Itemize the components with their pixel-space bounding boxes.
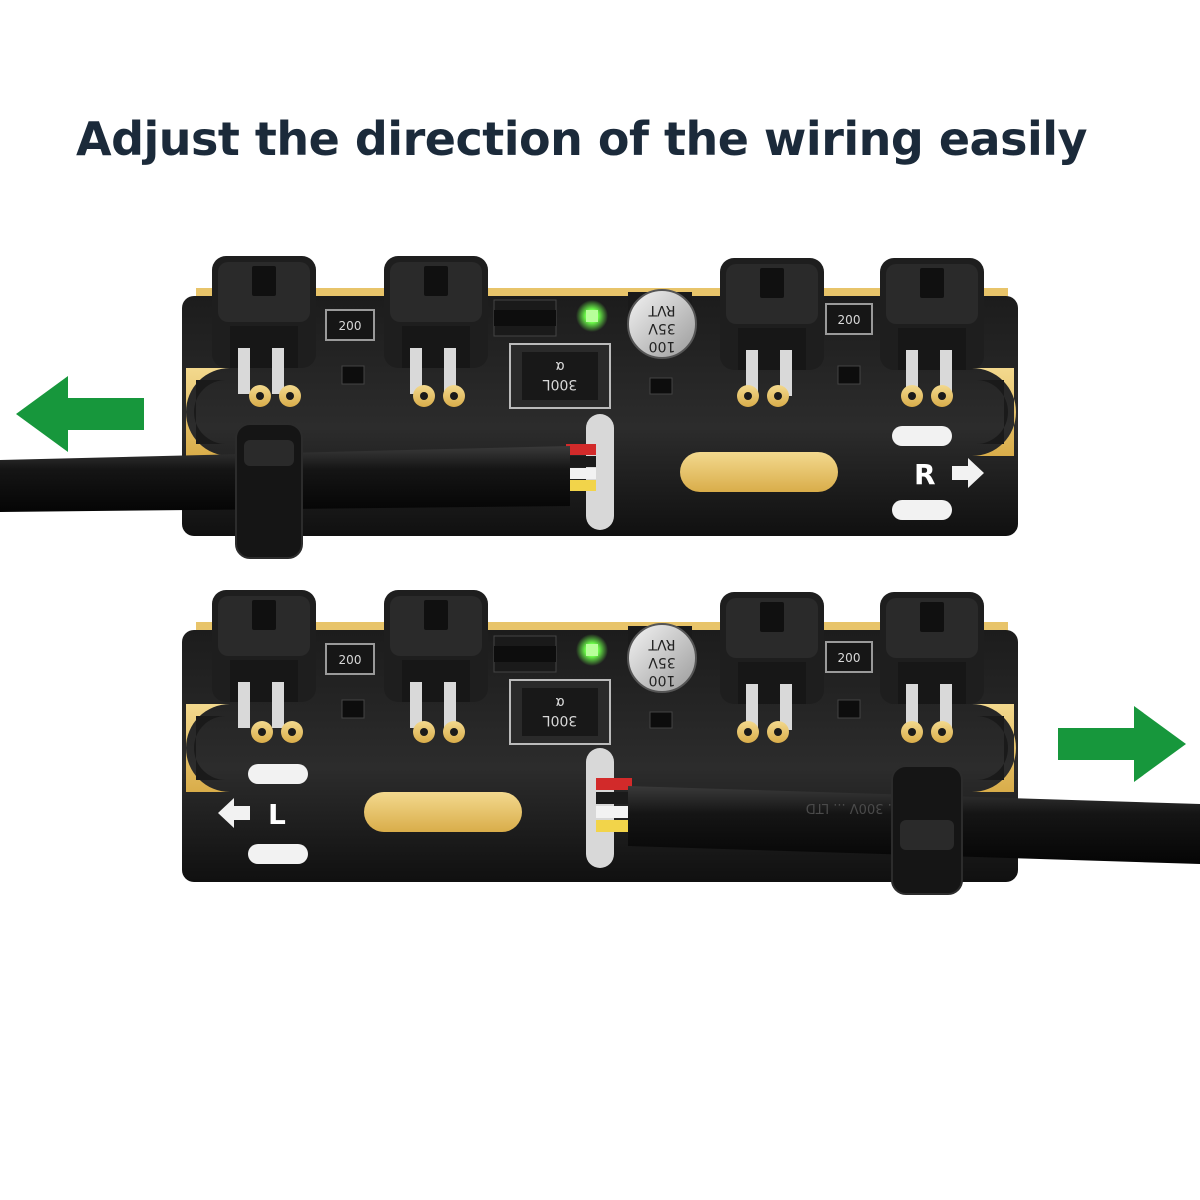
- transistor: [837, 365, 861, 385]
- svg-text:α: α: [555, 358, 564, 374]
- side-label: L: [268, 798, 286, 831]
- svg-text:100: 100: [649, 338, 676, 354]
- transistor: [341, 699, 365, 719]
- svg-text:200: 200: [339, 319, 362, 333]
- oval-pad: [364, 792, 522, 832]
- mount-pad: [186, 368, 230, 456]
- svg-text:RVT: RVT: [648, 636, 676, 652]
- mount-pad: [972, 368, 1016, 456]
- board-bottom: 200 200 100 35V RVT: [182, 590, 1200, 895]
- cable-print: ... 300V ... LTD: [806, 800, 900, 815]
- svg-text:35V: 35V: [648, 654, 676, 670]
- transistor: [341, 365, 365, 385]
- transistor: [649, 377, 673, 395]
- svg-text:200: 200: [838, 651, 861, 665]
- svg-text:200: 200: [838, 313, 861, 327]
- mount-pad: [186, 704, 230, 792]
- capacitor: 100 35V RVT: [627, 623, 697, 693]
- cable: ... 300V ... LTD: [596, 765, 1200, 895]
- resistor: 200: [825, 303, 873, 335]
- arrow-right-icon: [1058, 706, 1186, 782]
- silk-arrow-left-icon: [218, 798, 250, 828]
- inductor: 300L α: [509, 679, 611, 745]
- resistor: 200: [325, 309, 375, 341]
- slot: [248, 764, 308, 784]
- svg-text:100: 100: [649, 672, 676, 688]
- cable: [0, 423, 596, 559]
- inductor: 300L α: [509, 343, 611, 409]
- resistor: 200: [325, 643, 375, 675]
- svg-text:α: α: [555, 694, 564, 710]
- oval-pad: [680, 452, 838, 492]
- svg-text:300L: 300L: [543, 376, 578, 392]
- svg-text:RVT: RVT: [648, 302, 676, 318]
- slot: [892, 426, 952, 446]
- transistor: [649, 711, 673, 729]
- svg-text:200: 200: [339, 653, 362, 667]
- slot: [248, 844, 308, 864]
- slot: [892, 500, 952, 520]
- headline: Adjust the direction of the wiring easil…: [76, 112, 1087, 166]
- mount-pad: [972, 704, 1016, 792]
- side-label: R: [914, 458, 936, 491]
- cable-slot: [586, 414, 614, 530]
- silk-arrow-right-icon: [952, 458, 984, 488]
- transistor: [837, 699, 861, 719]
- arrow-left-icon: [16, 376, 144, 452]
- svg-text:300L: 300L: [543, 712, 578, 728]
- svg-text:35V: 35V: [648, 320, 676, 336]
- capacitor: 100 35V RVT: [627, 289, 697, 359]
- board-top: 200 200 100 35V RVT: [0, 256, 1018, 559]
- resistor: 200: [825, 641, 873, 673]
